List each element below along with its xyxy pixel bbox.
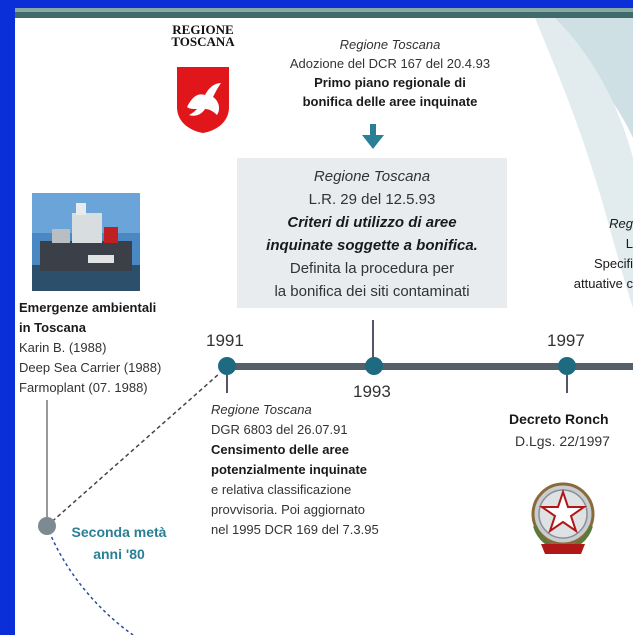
dgr6803-line7: nel 1995 DCR 169 del 7.3.95	[211, 522, 379, 537]
lr29-block: Regione Toscana L.R. 29 del 12.5.93 Crit…	[237, 165, 507, 303]
dcr167-block: Regione Toscana Adozione del DCR 167 del…	[260, 35, 520, 111]
right-partial-line4: attuative c	[573, 276, 633, 291]
year-1997-label: 1997	[547, 331, 585, 350]
right-partial-block: Reg L Specifi attuative c	[555, 214, 633, 294]
dcr167-line1: Regione Toscana	[339, 37, 441, 52]
emergenze-title2: in Toscana	[19, 320, 86, 335]
emergenze-block: Emergenze ambientali in Toscana Karin B.…	[19, 298, 219, 398]
dcr167-line2: Adozione del DCR 167 del 20.4.93	[289, 56, 491, 71]
year-1991-label: 1991	[206, 331, 244, 350]
right-partial-line1: Reg	[609, 216, 633, 231]
regione-toscana-logo: REGIONE TOSCANA	[170, 22, 236, 49]
shield-icon	[177, 67, 229, 133]
dgr6803-block: Regione Toscana DGR 6803 del 26.07.91 Ce…	[211, 400, 441, 540]
dcr167-line4: bonifica delle aree inquinate	[302, 94, 478, 109]
seconda-line1: Seconda metà	[71, 524, 167, 540]
lr29-line2: L.R. 29 del 12.5.93	[308, 191, 436, 208]
lr29-line4: inquinate soggette a bonifica.	[266, 237, 478, 254]
emergenze-item2: Deep Sea Carrier (1988)	[19, 360, 162, 375]
logo-text-1: REGIONE	[172, 22, 234, 37]
lr29-box	[237, 158, 507, 308]
dgr6803-line2: DGR 6803 del 26.07.91	[211, 422, 348, 437]
seconda-line2: anni '80	[93, 546, 145, 562]
right-partial-line2: L	[625, 236, 633, 251]
timeline-dot-1993	[365, 357, 383, 375]
dgr6803-line3: Censimento delle aree	[211, 442, 349, 457]
emergenze-item1: Karin B. (1988)	[19, 340, 107, 355]
ronchi-line1: Decreto Ronch	[509, 411, 609, 427]
top-band-strip	[15, 8, 633, 12]
tick-1997	[566, 375, 568, 393]
emergenze-title1: Emergenze ambientali	[19, 300, 157, 315]
lr29-line6: la bonifica dei siti contaminati	[274, 283, 470, 300]
logo-text-2: TOSCANA	[171, 34, 235, 49]
lr29-line1: Regione Toscana	[313, 168, 431, 185]
arrow-down-icon	[362, 124, 384, 149]
ronchi-line2: D.Lgs. 22/1997	[515, 433, 610, 449]
right-partial-line3: Specifi	[593, 256, 633, 271]
dgr6803-line6: provvisoria. Poi aggiornato	[211, 502, 365, 517]
coast-background	[535, 18, 633, 308]
dgr6803-line4: potenzialmente inquinate	[211, 462, 368, 477]
timeline-bar	[225, 363, 633, 370]
dgr6803-line1: Regione Toscana	[211, 402, 312, 417]
lr29-line3: Criteri di utilizzo di aree	[287, 214, 457, 231]
emergenze-item3: Farmoplant (07. 1988)	[19, 380, 148, 395]
dcr167-line3: Primo piano regionale di	[314, 75, 466, 90]
dgr6803-line5: e relativa classificazione	[211, 482, 352, 497]
tick-1991	[226, 375, 228, 393]
seconda-meta-dot	[38, 517, 56, 535]
timeline-dot-1991	[218, 357, 236, 375]
timeline-dot-1997	[558, 357, 576, 375]
timeline-panel: REGIONE TOSCANA Regione Toscana Adozione…	[15, 8, 633, 635]
connector-lines	[46, 372, 221, 635]
top-band	[15, 8, 633, 18]
ronchi-block: Decreto Ronch D.Lgs. 22/1997	[509, 408, 633, 452]
tick-1993	[372, 320, 374, 358]
seconda-meta-block: Seconda metà anni '80	[69, 521, 169, 565]
italian-emblem-icon	[531, 482, 595, 554]
year-1993-label: 1993	[353, 382, 391, 401]
ship-photo	[32, 193, 140, 291]
lr29-line5: Definita la procedura per	[289, 260, 455, 277]
